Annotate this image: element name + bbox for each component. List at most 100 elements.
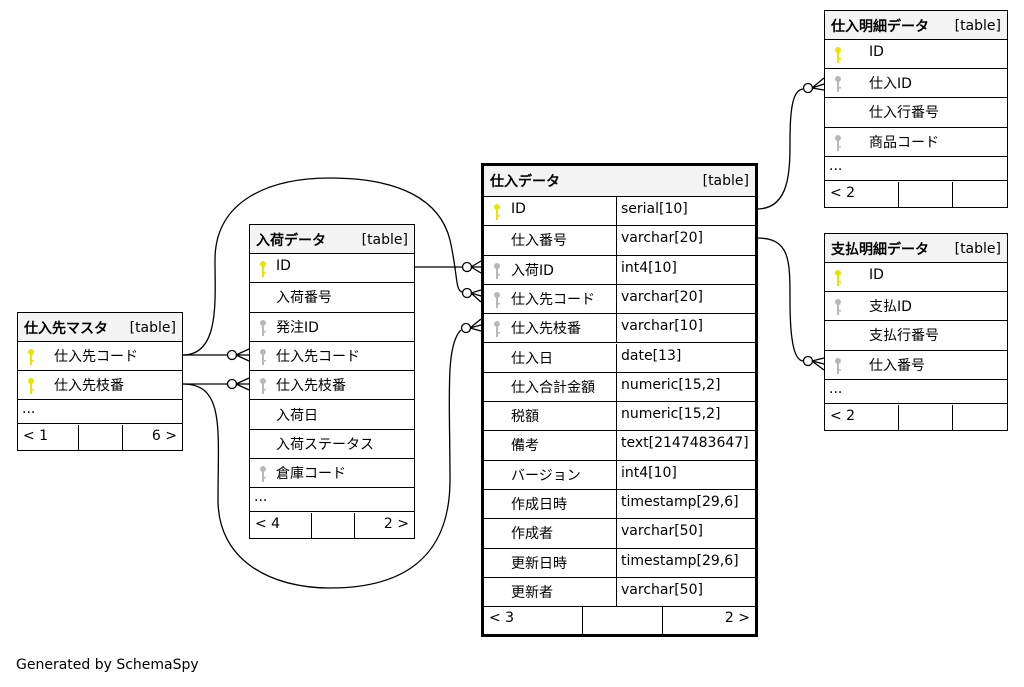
- column-row[interactable]: 更新日時 timestamp[29,6]: [484, 548, 755, 578]
- relationship-edge: [182, 177, 482, 356]
- children-count[interactable]: 6 >: [151, 428, 177, 445]
- table-header: 支払明細データ [table]: [825, 234, 1007, 263]
- parents-count[interactable]: < 1: [23, 428, 49, 445]
- column-row[interactable]: 税額 numeric[15,2]: [484, 402, 755, 432]
- column-name: 仕入日: [511, 350, 553, 367]
- column-divider: [616, 284, 617, 314]
- column-row[interactable]: 入荷番号: [250, 283, 414, 313]
- column-name: 仕入先コード: [511, 291, 595, 308]
- table-name[interactable]: 仕入データ: [490, 174, 560, 190]
- column-divider: [616, 226, 617, 255]
- table-type: [table]: [702, 173, 749, 189]
- column-row[interactable]: 仕入合計金額 numeric[15,2]: [484, 372, 755, 403]
- parents-count[interactable]: < 4: [255, 516, 281, 533]
- column-type: varchar[50]: [621, 581, 703, 598]
- column-row[interactable]: 備考 text[2147483647]: [484, 431, 755, 461]
- table-shiiresaki-master[interactable]: 仕入先マスタ [table] 仕入先コード 仕入先枝番 ... < 1 6 >: [17, 312, 183, 452]
- ellipsis: ...: [254, 489, 268, 506]
- column-name: 支払ID: [869, 299, 912, 316]
- crows-foot-icon: [235, 377, 250, 391]
- table-shiharai-meisai[interactable]: 支払明細データ [table] ID 支払ID 支払行番号 仕入番号 ... <…: [824, 233, 1008, 431]
- foreign-key-icon: [259, 319, 267, 337]
- column-row[interactable]: 支払ID: [825, 292, 1007, 322]
- crows-foot-icon: [469, 318, 482, 332]
- table-name[interactable]: 仕入明細データ: [831, 19, 929, 35]
- footer-divider: [662, 607, 663, 635]
- table-shiire-data[interactable]: 仕入データ [table] ID serial[10] 仕入番号 varchar…: [481, 163, 758, 638]
- column-row[interactable]: 発注ID: [250, 313, 414, 342]
- column-row[interactable]: 仕入行番号: [825, 98, 1007, 128]
- column-row[interactable]: バージョン int4[10]: [484, 460, 755, 490]
- column-divider: [616, 577, 617, 607]
- relationship-edge: [756, 237, 825, 371]
- ellipsis: ...: [22, 401, 36, 418]
- column-name: 備考: [511, 438, 539, 455]
- column-row[interactable]: 入荷ID int4[10]: [484, 255, 755, 285]
- more-columns[interactable]: ...: [18, 400, 182, 425]
- table-header: 仕入データ [table]: [484, 166, 755, 197]
- table-footer: < 3 2 >: [484, 607, 755, 635]
- more-columns[interactable]: ...: [250, 488, 414, 513]
- parents-count[interactable]: < 2: [830, 407, 856, 424]
- column-name: 仕入先コード: [54, 349, 138, 365]
- column-type: serial[10]: [621, 201, 688, 217]
- foreign-key-icon: [259, 377, 267, 395]
- crows-foot-icon: [470, 260, 482, 274]
- table-nyuka-data[interactable]: 入荷データ [table] ID 入荷番号 発注ID 仕入先コード 仕入先枝番 …: [249, 224, 415, 540]
- column-row[interactable]: 仕入先枝番: [250, 371, 414, 401]
- column-row[interactable]: 作成者 varchar[50]: [484, 519, 755, 549]
- more-columns[interactable]: ...: [825, 157, 1007, 181]
- column-divider: [616, 402, 617, 431]
- footer-divider: [354, 513, 355, 539]
- column-name: 税額: [511, 409, 539, 426]
- children-count[interactable]: 2 >: [724, 610, 750, 627]
- column-row[interactable]: 仕入先枝番: [18, 371, 182, 401]
- column-row[interactable]: 仕入先枝番 varchar[10]: [484, 314, 755, 344]
- column-divider: [616, 431, 617, 460]
- column-name: 更新日時: [511, 555, 567, 572]
- footer-divider: [311, 513, 312, 539]
- column-type: numeric[15,2]: [621, 376, 721, 393]
- column-name: ID: [276, 258, 291, 274]
- table-name[interactable]: 仕入先マスタ: [24, 321, 108, 337]
- column-row[interactable]: ID: [250, 254, 414, 284]
- column-row[interactable]: 倉庫コード: [250, 459, 414, 489]
- footer-divider: [898, 181, 899, 207]
- table-header: 仕入明細データ [table]: [825, 11, 1007, 40]
- column-row[interactable]: 仕入先コード: [250, 342, 414, 372]
- parents-count[interactable]: < 2: [830, 184, 856, 201]
- column-name: 仕入番号: [511, 233, 567, 250]
- column-row[interactable]: ID: [825, 263, 1007, 293]
- table-shiire-meisai[interactable]: 仕入明細データ [table] ID 仕入ID 仕入行番号 商品コード ... …: [824, 10, 1008, 208]
- crows-foot-icon: [470, 289, 482, 303]
- column-row[interactable]: 仕入ID: [825, 69, 1007, 99]
- more-columns[interactable]: ...: [825, 380, 1007, 404]
- column-row[interactable]: 入荷日: [250, 401, 414, 430]
- column-row[interactable]: 仕入先コード: [18, 342, 182, 372]
- column-row[interactable]: 仕入日 date[13]: [484, 343, 755, 373]
- column-row[interactable]: 仕入番号 varchar[20]: [484, 226, 755, 256]
- table-name[interactable]: 支払明細データ: [831, 242, 929, 258]
- column-row[interactable]: 仕入番号: [825, 351, 1007, 380]
- parents-count[interactable]: < 3: [489, 610, 515, 627]
- column-row[interactable]: 更新者 varchar[50]: [484, 577, 755, 608]
- column-row[interactable]: ID: [825, 40, 1007, 70]
- column-row[interactable]: ID serial[10]: [484, 197, 755, 227]
- column-row[interactable]: 商品コード: [825, 128, 1007, 157]
- children-count[interactable]: 2 >: [383, 516, 409, 533]
- column-row[interactable]: 仕入先コード varchar[20]: [484, 284, 755, 315]
- zero-optional-icon: [461, 261, 473, 273]
- foreign-key-icon: [259, 348, 267, 366]
- column-name: 作成者: [511, 526, 553, 543]
- primary-key-icon: [493, 203, 501, 221]
- column-row[interactable]: 作成日時 timestamp[29,6]: [484, 490, 755, 520]
- column-divider: [616, 372, 617, 402]
- zero-optional-icon: [461, 287, 473, 299]
- column-name: 倉庫コード: [276, 466, 346, 483]
- column-row[interactable]: 入荷ステータス: [250, 430, 414, 460]
- column-row[interactable]: 支払行番号: [825, 321, 1007, 351]
- column-name: ID: [511, 201, 526, 217]
- table-footer: < 1 6 >: [18, 425, 182, 451]
- column-name: バージョン: [511, 467, 581, 484]
- table-name[interactable]: 入荷データ: [256, 233, 326, 249]
